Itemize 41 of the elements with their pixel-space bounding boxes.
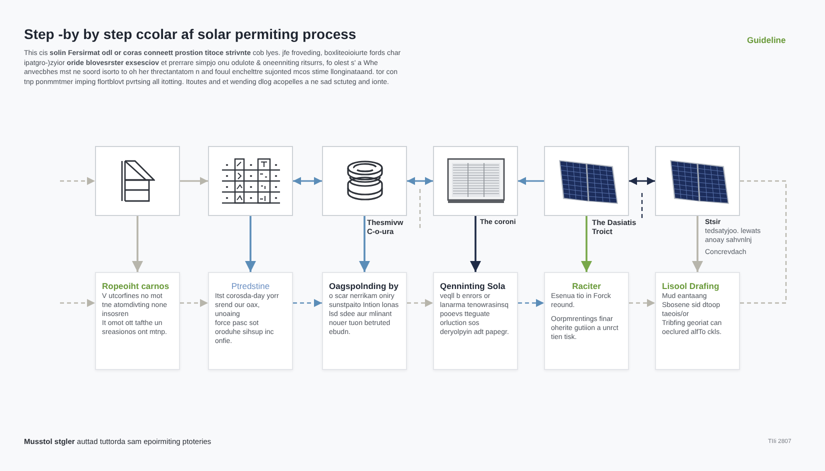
step-card (544, 272, 629, 370)
arrow (132, 216, 143, 272)
arrow (629, 299, 655, 307)
step-card (655, 272, 740, 370)
step-card (322, 272, 407, 370)
leader-line (641, 191, 643, 218)
picture-card (544, 146, 629, 216)
arrow (407, 299, 433, 307)
arrow (293, 299, 322, 307)
picture-card (95, 146, 180, 216)
connector-line (740, 180, 787, 304)
step-card (433, 272, 518, 370)
step-heading: Oagspolnding by (329, 281, 400, 292)
step-heading: Raciter (571, 281, 602, 292)
arrow (180, 177, 208, 185)
leader-line (419, 189, 421, 228)
arrow (407, 177, 433, 185)
arrow (470, 216, 481, 272)
step-heading: Ptredstine (230, 281, 271, 292)
step-heading: Lisool Drafing (662, 281, 720, 292)
arrow (60, 299, 95, 307)
arrow (629, 177, 655, 185)
arrow (581, 216, 592, 272)
picture-card (655, 146, 740, 216)
picture-card (208, 146, 293, 216)
arrow (180, 299, 208, 307)
page-title: Step -by by step ccolar af solar permiting process (24, 25, 356, 44)
arrow (245, 216, 256, 272)
picture-card (322, 146, 407, 216)
step-heading: Ropeoiht carnos (102, 281, 170, 292)
arrow (518, 299, 544, 307)
step-card (208, 272, 293, 370)
arrow (692, 216, 703, 272)
picture-card (433, 146, 518, 216)
arrow (359, 216, 370, 272)
arrow (293, 177, 322, 185)
header-tag: Guideline (747, 34, 786, 47)
arrow (60, 177, 95, 185)
step-card (95, 272, 180, 370)
arrow (518, 177, 544, 185)
step-heading: Qenninting Sola (440, 281, 506, 292)
